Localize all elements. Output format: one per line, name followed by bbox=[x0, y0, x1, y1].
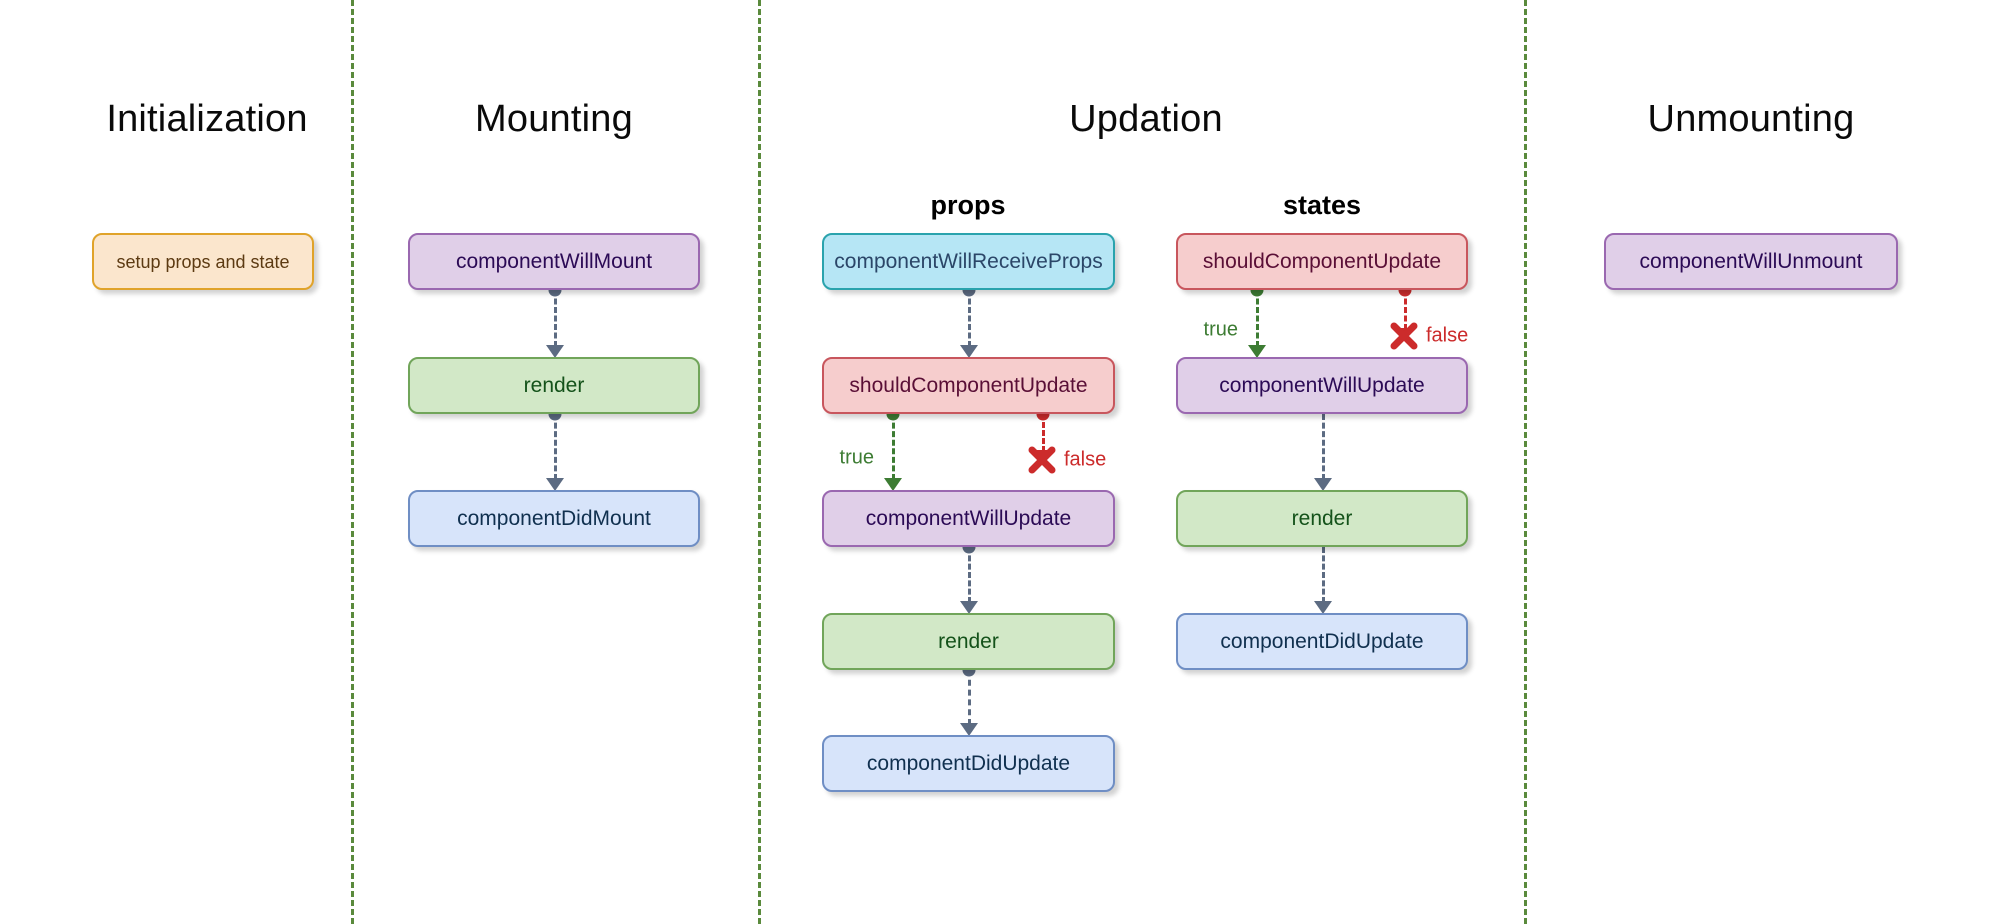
node-updation_props-component-did-update[interactable]: componentDidUpdate bbox=[822, 735, 1115, 792]
node-mounting-render[interactable]: render bbox=[408, 357, 700, 414]
connector-mounting-cwm-to-render bbox=[554, 290, 557, 347]
connector-updation_props-scu-true-to-cwu bbox=[892, 414, 895, 480]
connector-updation_props-render-to-cdu bbox=[968, 670, 971, 725]
connector-mounting-render-to-cdm bbox=[554, 414, 557, 480]
node-updation_props-component-will-update[interactable]: componentWillUpdate bbox=[822, 490, 1115, 547]
subtitle-states: states bbox=[1282, 190, 1362, 220]
node-unmounting-component-will-unmount[interactable]: componentWillUnmount bbox=[1604, 233, 1898, 290]
node-label: setup props and state bbox=[116, 251, 290, 272]
connector-updation_props-cwu-to-render bbox=[968, 547, 971, 603]
connector-updation_states-scu-true-to-cwu bbox=[1256, 290, 1259, 347]
node-label: render bbox=[523, 374, 585, 397]
connector-arrow-updation_states-cwu-to-render bbox=[1314, 478, 1332, 491]
node-label: shouldComponentUpdate bbox=[1202, 250, 1442, 273]
edge-label-updation_props-label-true: true bbox=[839, 446, 874, 469]
node-label: componentWillReceiveProps bbox=[834, 250, 1103, 273]
connector-updation_props-scu-false bbox=[1042, 414, 1045, 452]
connector-arrow-mounting-cwm-to-render bbox=[546, 345, 564, 358]
node-label: componentWillUpdate bbox=[865, 507, 1072, 530]
connector-updation_states-cwu-to-render bbox=[1322, 414, 1325, 480]
node-updation_props-should-component-update[interactable]: shouldComponentUpdate bbox=[822, 357, 1115, 414]
node-label: componentWillUnmount bbox=[1639, 250, 1863, 273]
false-branch-x-icon bbox=[1027, 445, 1057, 475]
column-divider-3 bbox=[1524, 0, 1527, 924]
connector-arrow-updation_props-cwrp-to-scu bbox=[960, 345, 978, 358]
connector-arrow-updation_props-render-to-cdu bbox=[960, 723, 978, 736]
node-initialization-setup-props-and-state[interactable]: setup props and state bbox=[92, 233, 314, 290]
connector-arrow-mounting-render-to-cdm bbox=[546, 478, 564, 491]
connector-updation_states-scu-false bbox=[1404, 290, 1407, 330]
connector-arrow-updation_states-render-to-cdu bbox=[1314, 601, 1332, 614]
phase-title-unmounting: Unmounting bbox=[1647, 98, 1855, 140]
node-updation_props-render[interactable]: render bbox=[822, 613, 1115, 670]
node-label: componentDidUpdate bbox=[866, 752, 1071, 775]
node-label: componentWillMount bbox=[455, 250, 653, 273]
node-updation_states-should-component-update[interactable]: shouldComponentUpdate bbox=[1176, 233, 1468, 290]
connector-arrow-updation_states-scu-true-to-cwu bbox=[1248, 345, 1266, 358]
node-label: componentDidUpdate bbox=[1220, 630, 1424, 653]
node-label: componentDidMount bbox=[457, 507, 651, 530]
node-label: render bbox=[938, 630, 999, 653]
connector-arrow-updation_props-cwu-to-render bbox=[960, 601, 978, 614]
connector-arrow-updation_props-scu-true-to-cwu bbox=[884, 478, 902, 491]
node-updation_states-component-did-update[interactable]: componentDidUpdate bbox=[1176, 613, 1468, 670]
false-branch-x-icon bbox=[1389, 321, 1419, 351]
phase-title-initialization: Initialization bbox=[106, 98, 308, 140]
phase-title-updation: Updation bbox=[1069, 98, 1223, 140]
node-mounting-component-did-mount[interactable]: componentDidMount bbox=[408, 490, 700, 547]
node-label: render bbox=[1291, 507, 1353, 530]
column-divider-2 bbox=[758, 0, 761, 924]
node-updation_props-component-will-receive-props[interactable]: componentWillReceiveProps bbox=[822, 233, 1115, 290]
edge-label-updation_states-label-true: true bbox=[1203, 318, 1238, 341]
subtitle-props: props bbox=[930, 190, 1006, 220]
node-label: shouldComponentUpdate bbox=[849, 374, 1088, 397]
column-divider-1 bbox=[351, 0, 354, 924]
connector-updation_props-cwrp-to-scu bbox=[968, 290, 971, 347]
phase-title-mounting: Mounting bbox=[475, 98, 633, 140]
connector-updation_states-render-to-cdu bbox=[1322, 547, 1325, 603]
node-mounting-component-will-mount[interactable]: componentWillMount bbox=[408, 233, 700, 290]
edge-label-updation_states-label-false: false bbox=[1426, 324, 1469, 347]
node-label: componentWillUpdate bbox=[1219, 374, 1425, 397]
edge-label-updation_props-label-false: false bbox=[1064, 448, 1107, 471]
node-updation_states-render[interactable]: render bbox=[1176, 490, 1468, 547]
node-updation_states-component-will-update[interactable]: componentWillUpdate bbox=[1176, 357, 1468, 414]
